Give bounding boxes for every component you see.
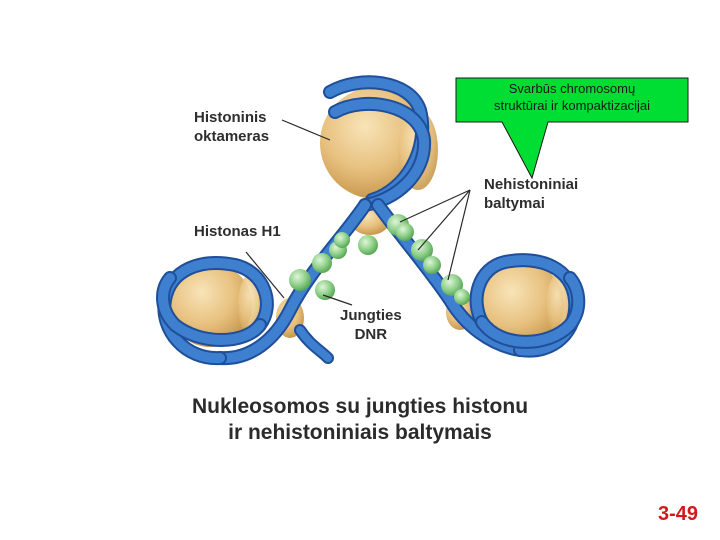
nonhistone-label-line-2: baltymai xyxy=(484,195,545,212)
nonhistone-label-line-1: Nehistoniniai xyxy=(484,176,579,193)
page-number: 3-49 xyxy=(657,503,698,525)
histone-octamer-label-line-2: oktameras xyxy=(194,128,270,145)
callout-line-1: Svarbūs chromosomų xyxy=(508,81,636,96)
histone-h1-label-text: Histonas H1 xyxy=(194,223,281,240)
caption-line-1: Nukleosomos su jungties histonu xyxy=(191,395,529,418)
linker-dna-label-line-1: Jungties xyxy=(340,307,402,324)
nonhistone-proteins xyxy=(289,214,470,305)
linker-dna-label: Jungties DNR xyxy=(340,306,402,344)
histone-octamer-label-line-1: Histoninis xyxy=(194,109,267,126)
leader-lines xyxy=(245,119,471,306)
histone-h1-label: Histonas H1 xyxy=(194,222,281,241)
callout-box xyxy=(455,77,689,180)
histone-octamer-label: Histoninis oktameras xyxy=(194,108,269,146)
nonhistone-proteins-label: Nehistoniniai baltymai xyxy=(484,175,578,213)
figure-caption: Nukleosomos su jungties histonu ir nehis… xyxy=(150,394,570,446)
caption-line-2: ir nehistoniniais baltymais xyxy=(228,421,492,444)
callout-line-2: struktūrai ir kompaktizacijai xyxy=(493,98,651,113)
callout-text: Svarbūs chromosomų struktūrai ir kompakt… xyxy=(456,80,688,114)
linker-dna-label-line-2: DNR xyxy=(354,326,388,343)
